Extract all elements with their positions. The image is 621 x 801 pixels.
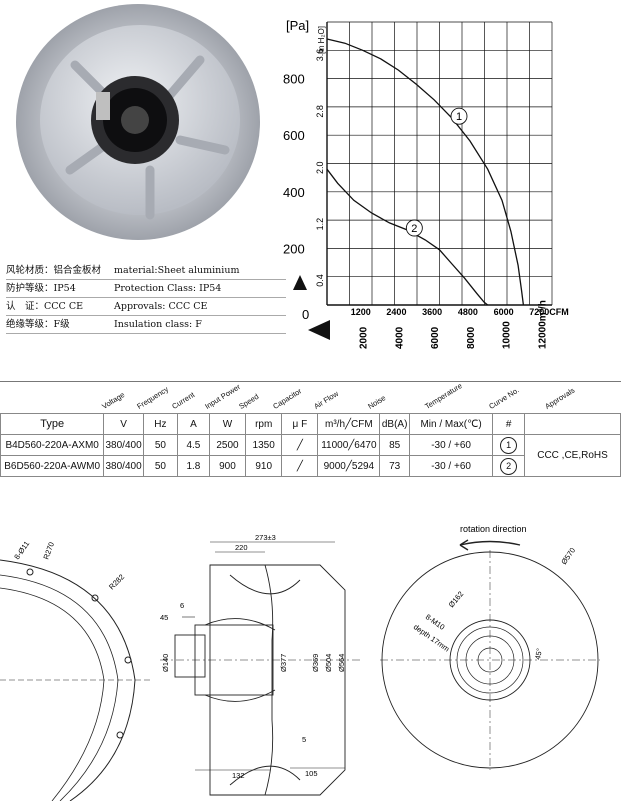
- drawing-left-view: [0, 559, 150, 801]
- hdr-current: Current: [170, 390, 197, 411]
- y2-tick-label: 2.8: [315, 105, 325, 118]
- y-axis-label: [Pa]: [286, 18, 309, 33]
- x-tick-label-m3h: 4000: [394, 326, 405, 349]
- label-d162: Ø162: [447, 589, 466, 609]
- x-tick-label-cfm: 4800: [458, 307, 478, 317]
- x-tick-label-cfm: 7200CFM: [529, 307, 569, 317]
- label-132: 132: [232, 771, 245, 780]
- series-label-circle: [405, 219, 423, 237]
- spec-table: Type V Hz A W rpm μ F m³/h╱CFM dB(A) Min…: [0, 413, 621, 477]
- label-105: 105: [305, 769, 318, 778]
- hdr-capacitor: Capacitor: [271, 386, 304, 411]
- drawing-front-view: [380, 539, 600, 770]
- hdr-curve-no: Curve No.: [487, 385, 521, 411]
- x-tick-label-m3h: 10000: [502, 321, 513, 349]
- label-d504: Ø504: [324, 654, 333, 672]
- table-row: B6D560-220A-AWM0 380/400 50 1.8 900 910 …: [0, 455, 621, 477]
- curve-number: 2: [500, 457, 518, 475]
- label-d570: Ø570: [559, 546, 577, 566]
- hdr-speed: Speed: [237, 391, 261, 411]
- label-273: 273±3: [255, 533, 276, 542]
- x-tick-label-m3h: 2000: [359, 326, 370, 349]
- series-label: 2: [411, 223, 417, 235]
- drawing-side-view: [160, 541, 360, 796]
- y-tick-label: 600: [283, 128, 305, 143]
- label-6: 6: [180, 601, 184, 610]
- hdr-frequency: Frequency: [135, 384, 171, 411]
- performance-chart: 0 200 400 600 800 0.4 1.2 2.0 2.8 3.6 [Pa] [in H₂O]…: [283, 18, 569, 349]
- hdr-voltage: Voltage: [100, 390, 127, 411]
- table-row: B4D560-220A-AXM0 380/400 50 4.5 2500 135…: [0, 434, 621, 477]
- hdr-temperature: Temperature: [423, 381, 464, 411]
- label-5: 5: [302, 735, 306, 744]
- y-tick-label: 0: [302, 307, 309, 322]
- label-depth: depth 17mm: [412, 622, 451, 653]
- label-r270: R270: [41, 541, 56, 561]
- y2-tick-label: 2.0: [315, 161, 325, 174]
- x-tick-label-m3h: 6000: [430, 326, 441, 349]
- fan-photo: [16, 4, 260, 240]
- series-label: 1: [456, 111, 462, 123]
- x-tick-label-cfm: 1200: [351, 307, 371, 317]
- hdr-input-power: Input Power: [203, 382, 242, 411]
- x-tick-label-cfm: 2400: [386, 307, 406, 317]
- y-tick-label: 400: [283, 185, 305, 200]
- y-tick-label: 800: [283, 72, 305, 87]
- col-type: Type: [0, 413, 105, 435]
- y2-axis-label: [in H₂O]: [317, 26, 326, 54]
- hdr-approvals: Approvals: [543, 385, 577, 411]
- label-rotation-direction: rotation direction: [460, 524, 527, 534]
- y-axis-arrow-icon: [293, 275, 307, 290]
- series-label-circle: [450, 107, 468, 125]
- hdr-air-flow: Air Flow: [312, 389, 340, 411]
- x-axis-arrow-icon: [308, 320, 330, 340]
- label-45: 45: [160, 613, 168, 622]
- x-tick-label-cfm: 3600: [422, 307, 442, 317]
- approvals-cell: CCC ,CE,RoHS: [524, 434, 621, 477]
- series-line: [326, 168, 489, 306]
- x-tick-label-m3h: 8000: [466, 326, 477, 349]
- y-tick-label: 200: [283, 241, 305, 256]
- y2-tick-label: 3.6: [315, 49, 325, 62]
- table-header-row: Type V Hz A W rpm μ F m³/h╱CFM dB(A) Min…: [0, 413, 621, 435]
- divider: [0, 381, 621, 382]
- label-r282: R282: [107, 572, 126, 591]
- y2-tick-label: 0.4: [315, 274, 325, 287]
- label-220: 220: [235, 543, 248, 552]
- curve-number: 1: [500, 436, 518, 454]
- label-holes: 8-Ø11: [12, 539, 31, 561]
- label-d140: Ø140: [161, 654, 170, 672]
- label-d564: Ø564: [337, 654, 346, 672]
- label-d369: Ø369: [311, 654, 320, 672]
- label-45deg: 45°: [533, 648, 544, 661]
- hdr-noise: Noise: [366, 393, 388, 411]
- x-tick-label-m3h: 12000m³/h: [537, 300, 548, 349]
- y2-tick-label: 1.2: [315, 218, 325, 231]
- label-d377: Ø377: [279, 654, 288, 672]
- x-tick-label-cfm: 6000: [494, 307, 514, 317]
- technical-drawing: 8-Ø11 R270 R282 273±3 220 6 45 Ø140 Ø377…: [0, 524, 600, 801]
